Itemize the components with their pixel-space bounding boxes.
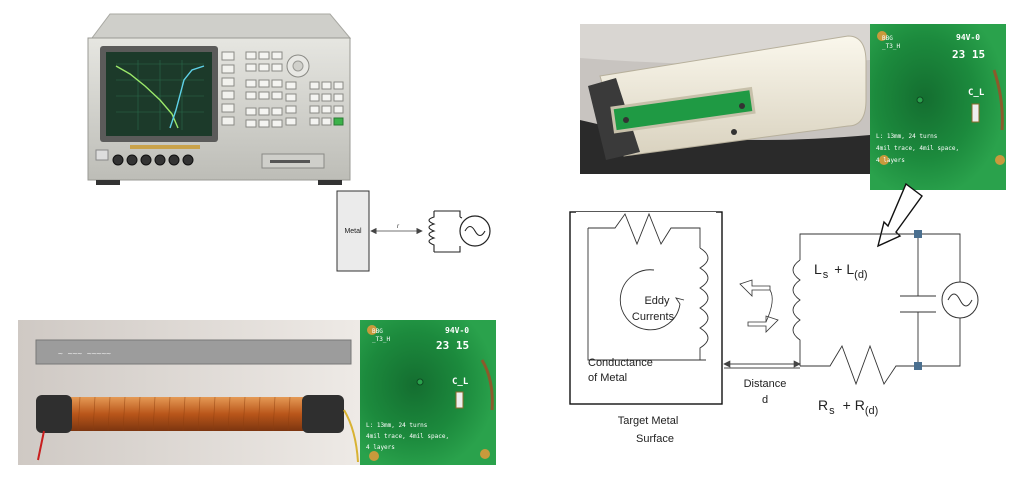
metal-block: [336, 190, 370, 272]
sensor-coil: [792, 259, 801, 366]
ferrite-coil-photo: ~ ~~~ ~~~~~: [18, 320, 360, 465]
pcb-label-a: BBG: [372, 328, 383, 335]
probe-photo: [580, 24, 870, 174]
pcb-label-b: _T3_H: [882, 43, 900, 50]
resistance-label: Rs+ R(d): [818, 397, 878, 417]
capacitor-icon: [900, 234, 936, 366]
impedance-analyzer-photo: [87, 13, 352, 185]
pcb-spec-3: 4 layers: [876, 157, 905, 164]
pcb-component-label: C_L: [452, 377, 469, 387]
pcb-code: 23 15: [952, 48, 985, 61]
pcb-spec-2: 4mil trace, 4mil space,: [366, 433, 449, 440]
analyzer-screen: [106, 52, 212, 136]
pcb-label-b: _T3_H: [372, 336, 390, 343]
pcb-label-a: BBG: [882, 35, 893, 42]
equivalent-circuit: Eddy Currents Conductance of Metal Dista…: [569, 211, 979, 445]
conductance-label-line2: of Metal: [588, 372, 627, 384]
pcb-label-c: 94V-0: [445, 326, 469, 335]
inductance-label: Ls+ L(d): [814, 261, 868, 281]
eddy-label-line1: Eddy: [644, 295, 670, 307]
metal-label: Metal: [344, 228, 362, 235]
pcb-spec-1: L: 13mm, 24 turns: [876, 133, 938, 140]
target-label-line1: Target Metal: [618, 415, 679, 427]
conductance-label-line1: Conductance: [588, 357, 653, 369]
distance-label: r: [397, 224, 400, 230]
pcb-component-label: C_L: [968, 88, 985, 98]
svg-text:~ ~~~ ~~~~~: ~ ~~~ ~~~~~: [58, 349, 111, 358]
target-metal-box: [569, 211, 723, 405]
pcb-spec-3: 4 layers: [366, 444, 395, 451]
distance-label-line1: Distance: [744, 378, 787, 390]
pointer-arrow-icon: [876, 182, 923, 248]
metal-coil: [699, 247, 709, 360]
eddy-label-line2: Currents: [632, 311, 675, 323]
pcb-coil-photo-bottom: BBG _T3_H 94V-0 23 15 C_L L: 13mm, 24 tu…: [360, 320, 496, 465]
pcb-spec-1: L: 13mm, 24 turns: [366, 422, 428, 429]
pcb-label-c: 94V-0: [956, 33, 980, 42]
pcb-coil-photo-top: BBG _T3_H 94V-0 23 15 C_L L: 13mm, 24 tu…: [870, 24, 1006, 190]
pcb-spec-2: 4mil trace, 4mil space,: [876, 145, 959, 152]
pcb-code: 23 15: [436, 339, 469, 352]
sensing-coil: [428, 211, 436, 252]
resistor-icon: [800, 344, 918, 386]
simple-eddy-schematic: Metal r: [336, 190, 491, 272]
target-label-line2: Surface: [636, 433, 674, 445]
distance-label-line2: d: [762, 394, 768, 406]
